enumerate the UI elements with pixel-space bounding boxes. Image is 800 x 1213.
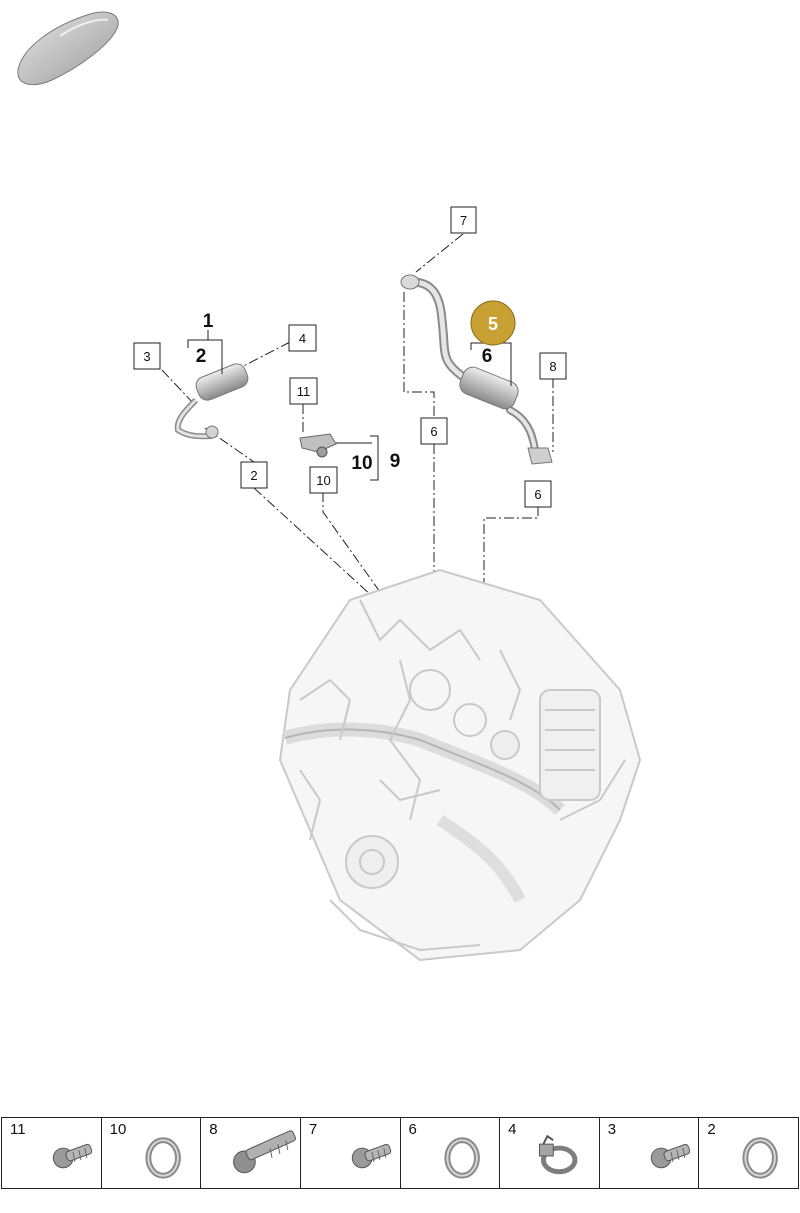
part-number: 6 — [408, 1121, 417, 1138]
part-cell[interactable]: 6 — [399, 1118, 500, 1188]
callout-label: 6 — [534, 487, 541, 502]
callout-label: 3 — [143, 349, 150, 364]
parts-strip: 11 10 8 7 6 4 3 2 — [1, 1117, 799, 1189]
callout-label: 2 — [250, 468, 257, 483]
part-cell[interactable]: 3 — [598, 1118, 699, 1188]
callout-box[interactable]: 2 — [240, 461, 268, 489]
callout-label: 11 — [297, 384, 311, 399]
part-cell[interactable]: 8 — [200, 1118, 300, 1188]
part-number: 8 — [209, 1121, 218, 1138]
badge-label: 5 — [488, 314, 498, 334]
callout-label: 8 — [549, 359, 556, 374]
part-number: 3 — [607, 1121, 617, 1138]
callout-box[interactable]: 7 — [450, 206, 477, 234]
hose-part — [174, 363, 249, 440]
sensor-part — [299, 433, 372, 458]
part-cell[interactable]: 11 — [1, 1118, 101, 1188]
coolant-pipe-part — [400, 274, 553, 465]
group-label-6: 6 — [482, 346, 493, 367]
group-brackets — [187, 330, 512, 481]
group-label-10: 10 — [351, 453, 372, 474]
callout-box[interactable]: 8 — [539, 352, 567, 380]
callout-label: 10 — [316, 473, 330, 488]
group-label-2: 2 — [196, 346, 207, 367]
callout-box[interactable]: 6 — [420, 417, 448, 445]
callout-box[interactable]: 11 — [289, 377, 318, 405]
part-cell[interactable]: 7 — [299, 1118, 400, 1188]
callout-box[interactable]: 3 — [133, 342, 161, 370]
callout-box[interactable]: 6 — [524, 480, 552, 508]
parts-diagram: 1 2 6 10 9 5 7 4 3 11 6 8 2 10 6 — [17, 11, 642, 962]
part-number: 2 — [707, 1121, 716, 1138]
part-number: 11 — [10, 1121, 26, 1138]
callout-label: 4 — [299, 331, 306, 346]
callout-box[interactable]: 10 — [309, 466, 338, 494]
part-cell[interactable]: 10 — [100, 1118, 201, 1188]
part-number: 10 — [109, 1121, 127, 1138]
part-cell[interactable]: 2 — [698, 1118, 799, 1188]
part-cell[interactable]: 4 — [499, 1118, 599, 1188]
callout-label: 7 — [460, 213, 467, 228]
engine-assembly — [278, 568, 642, 962]
vehicle-thumbnail-icon — [17, 11, 119, 86]
group-label-9: 9 — [390, 451, 401, 472]
selected-part-badge[interactable]: 5 — [470, 300, 516, 346]
callout-label: 6 — [430, 424, 437, 439]
part-number: 4 — [508, 1121, 517, 1138]
part-number: 7 — [308, 1121, 318, 1138]
group-label-1: 1 — [203, 311, 214, 332]
callout-box[interactable]: 4 — [288, 324, 317, 352]
leader-lines — [161, 233, 554, 702]
